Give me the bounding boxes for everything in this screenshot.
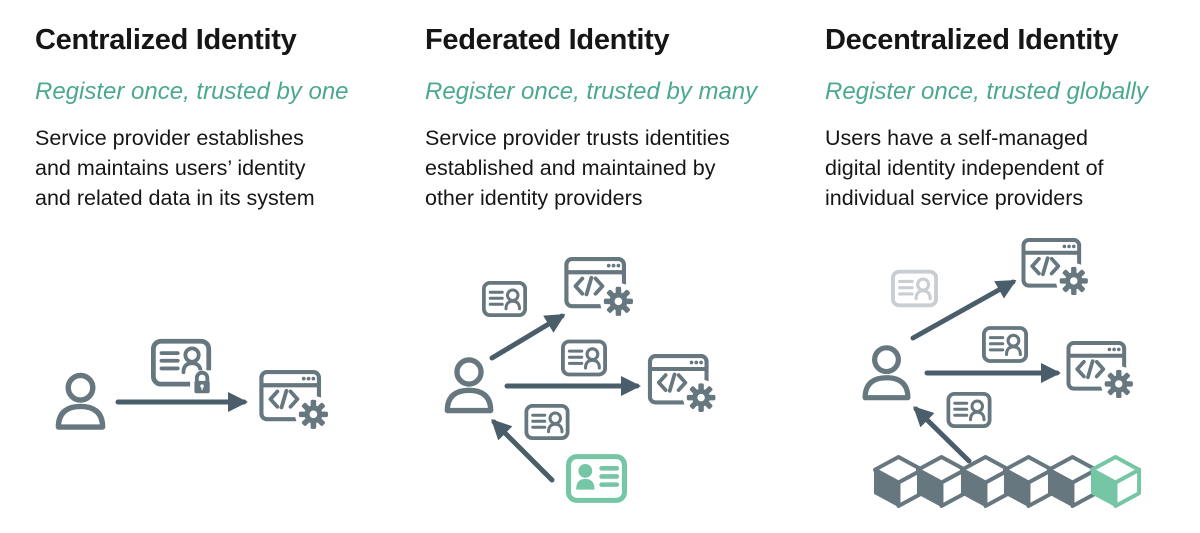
service-window-icon [259,370,329,431]
description-line: and maintains users’ identity [35,155,306,180]
column-description: Users have a self-managed digital identi… [825,123,1200,213]
description-line: established and maintained by [425,155,716,180]
column-description: Service provider establishes and maintai… [35,123,415,213]
identity-provider-card-icon [566,452,627,505]
description-line: Service provider trusts identities [425,125,730,150]
description-line: other identity providers [425,185,643,210]
column-tagline: Register once, trusted by many [425,78,758,106]
id-card-icon [561,339,607,377]
arrow-user-to-provider-middle [924,363,1061,383]
user-icon [53,371,108,431]
column-decentralized: Decentralized Identity Register once, tr… [825,24,1200,213]
user-icon [859,344,914,401]
description-line: individual service providers [825,185,1084,210]
diagram-federated [425,0,815,509]
description-line: Users have a self-managed [825,125,1088,150]
arrow-user-to-provider [115,392,248,412]
column-federated: Federated Identity Register once, truste… [425,24,815,213]
diagram-decentralized [825,0,1200,509]
column-title: Centralized Identity [35,24,297,56]
blockchain-cube-green-icon [1088,455,1143,508]
column-tagline: Register once, trusted globally [825,78,1148,106]
column-title: Federated Identity [425,24,670,56]
arrow-user-to-provider-top [910,279,1017,341]
service-window-icon [646,354,718,414]
column-title: Decentralized Identity [825,24,1119,56]
description-line: and related data in its system [35,185,315,210]
arrow-user-to-provider-middle [504,376,641,396]
column-tagline: Register once, trusted by one [35,78,349,106]
arrow-idp-to-user [491,419,555,483]
id-card-icon [982,326,1028,363]
diagram-centralized [35,0,415,509]
description-line: Service provider establishes [35,125,304,150]
arrow-user-to-provider-top [489,313,566,361]
column-description: Service provider trusts identities estab… [425,123,815,213]
service-window-icon [1021,238,1089,297]
service-window-icon [1065,341,1135,400]
description-line: digital identity independent of [825,155,1104,180]
id-card-lock-icon [151,338,214,395]
column-centralized: Centralized Identity Register once, trus… [35,24,415,213]
arrow-blockchain-to-user [913,406,972,464]
